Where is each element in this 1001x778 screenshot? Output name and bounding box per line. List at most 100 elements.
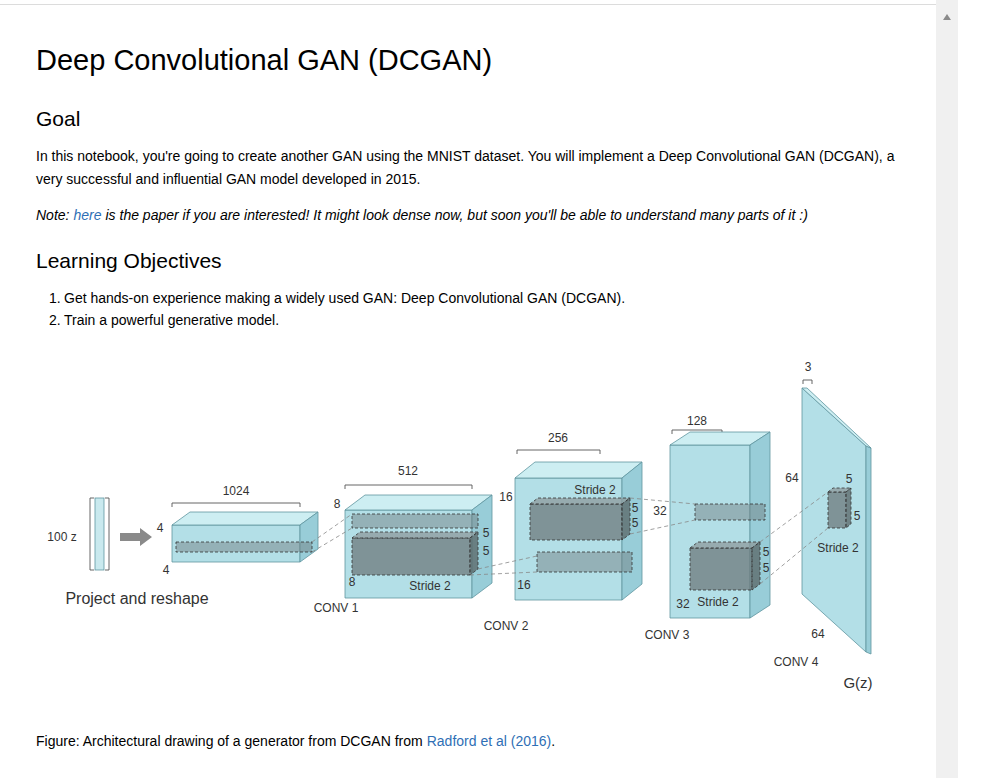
tensor-block — [515, 478, 622, 600]
kernel-size: 5 — [846, 472, 853, 486]
tensor-block — [470, 532, 478, 575]
list-number: 1. — [49, 290, 61, 307]
kernel-projection-line — [312, 514, 352, 542]
figure-caption: . — [551, 733, 555, 750]
latent-vector — [90, 498, 94, 570]
stage-caption: Project and reshape — [65, 589, 208, 608]
dimension-bracket — [803, 380, 812, 384]
layer-name: CONV 1 — [314, 601, 359, 615]
kernel-size: 5 — [632, 501, 639, 515]
output-label: G(z) — [843, 674, 872, 692]
tensor-block — [622, 498, 630, 540]
layer-name: CONV 4 — [774, 655, 819, 669]
kernel-size: 5 — [632, 516, 639, 530]
input-label: 100 z — [47, 530, 76, 544]
channel-count: 3 — [805, 360, 812, 374]
kernel-projection-line — [760, 492, 828, 542]
kernel-size: 5 — [483, 526, 490, 540]
note-text: Note: — [36, 207, 69, 224]
output-image — [802, 388, 866, 652]
channel-count: 512 — [398, 464, 418, 478]
kernel-size: 5 — [854, 509, 861, 523]
dimension-number: 64 — [811, 627, 824, 641]
dimension-number: 64 — [785, 471, 798, 485]
list-number: 2. — [49, 312, 61, 329]
tensor-block — [172, 512, 318, 562]
dimension-bracket — [517, 450, 600, 454]
channel-count: 128 — [687, 414, 707, 428]
stride-label: Stride 2 — [817, 541, 858, 555]
project-arrow — [120, 528, 152, 546]
kernel-projection-line — [760, 528, 828, 584]
latent-vector — [105, 498, 109, 570]
tensor-block — [345, 495, 492, 510]
dimension-number: 16 — [499, 490, 512, 504]
tensor-block — [670, 432, 770, 618]
kernel-projection-line — [312, 492, 828, 584]
tensor-block — [515, 462, 642, 478]
tensor-block — [352, 538, 470, 575]
tensor-block — [352, 514, 478, 528]
dimension-number: 8 — [334, 497, 341, 511]
kernel-projection-line — [478, 556, 537, 569]
kernel-size: 5 — [763, 545, 770, 559]
section-heading: Goal — [36, 106, 80, 131]
latent-vector — [90, 498, 109, 570]
tensor-block — [176, 542, 312, 552]
dimension-bracket — [345, 485, 472, 489]
stride-label: Stride 2 — [697, 595, 738, 609]
tensor-block — [537, 552, 632, 572]
note-text: is the paper if you are interested! It m… — [106, 207, 808, 224]
dimension-number: 4 — [157, 521, 164, 535]
layer-name: CONV 3 — [645, 628, 690, 642]
kernel-projection-line — [470, 572, 537, 575]
tensor-block — [172, 512, 318, 525]
kernel-size: 5 — [763, 561, 770, 575]
tensor-block — [752, 542, 760, 590]
list-item: Train a powerful generative model. — [64, 312, 279, 329]
output-image — [802, 388, 871, 448]
kernel-size: 5 — [483, 544, 490, 558]
stride-label: Stride 2 — [574, 483, 615, 497]
tensor-block — [695, 504, 765, 520]
tensor-block — [530, 504, 622, 540]
tensor-block — [690, 548, 752, 590]
tensor-block — [345, 495, 492, 598]
tensor-block — [530, 498, 630, 504]
body-text: In this notebook, you're going to create… — [36, 145, 896, 191]
tensor-block — [750, 432, 770, 618]
window-frame — [0, 0, 958, 778]
figure-caption: Figure: Architectural drawing of a gener… — [36, 733, 423, 750]
dimension-number: 4 — [163, 563, 170, 577]
stride-label: Stride 2 — [409, 579, 450, 593]
output-image — [866, 446, 871, 654]
tensor-block — [352, 532, 478, 538]
channel-count: 1024 — [223, 484, 250, 498]
page-title: Deep Convolutional GAN (DCGAN) — [36, 43, 492, 78]
tensor-block — [515, 462, 642, 600]
window-frame — [0, 4, 936, 5]
dimension-number: 8 — [349, 575, 356, 589]
kernel-projection-line — [630, 520, 695, 534]
tensor-block — [690, 542, 760, 548]
paper-link: here — [73, 207, 101, 224]
window-frame — [943, 14, 951, 20]
channel-count: 256 — [548, 431, 568, 445]
dimension-number: 32 — [676, 597, 689, 611]
tensor-block — [622, 462, 642, 600]
citation-link: Radford et al (2016) — [427, 733, 552, 750]
output-image — [846, 488, 851, 528]
kernel-projection-line — [630, 498, 695, 504]
layer-name: CONV 2 — [484, 619, 529, 633]
output-image — [828, 492, 846, 528]
tensor-block — [670, 445, 750, 618]
list-item: Get hands-on experience making a widely … — [64, 290, 625, 307]
window-frame — [936, 0, 958, 778]
dimension-bracket — [172, 503, 300, 507]
kernel-projection-line — [312, 528, 352, 552]
section-heading: Learning Objectives — [36, 248, 222, 273]
dimension-number: 32 — [653, 504, 666, 518]
dimension-number: 16 — [517, 578, 530, 592]
project-arrow — [120, 528, 152, 546]
